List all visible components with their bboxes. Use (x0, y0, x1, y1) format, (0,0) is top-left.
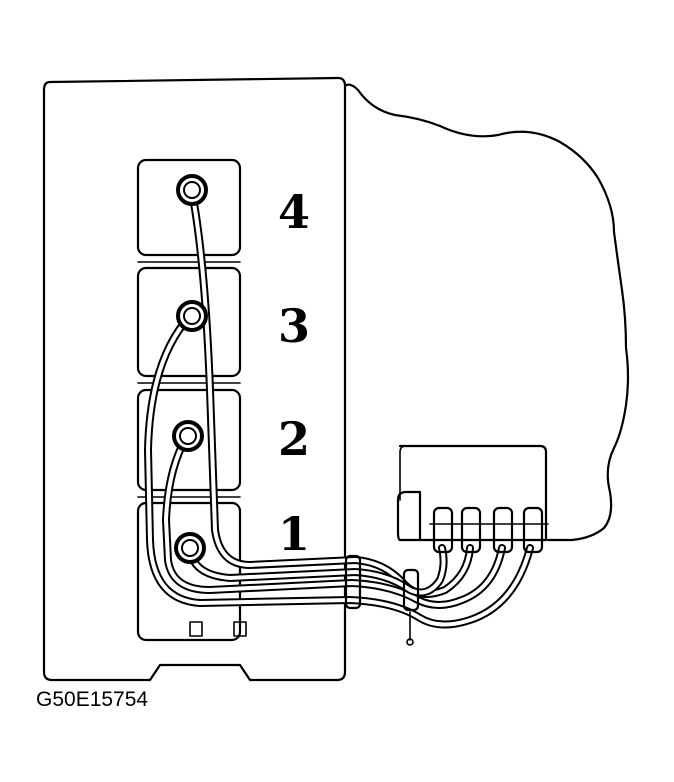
coil-boot-1 (432, 506, 454, 554)
coil-boot-3 (492, 506, 514, 554)
engine-cover-outline (343, 83, 630, 542)
cylinder-label-1: 1 (278, 507, 310, 561)
coil-pack-base (399, 445, 407, 501)
spark-plug-wires (144, 188, 534, 629)
spark-plug-4 (176, 174, 208, 206)
cylinder-well-1 (136, 501, 242, 642)
coil-boot-4 (522, 506, 544, 554)
cylinder-well-2 (136, 388, 242, 492)
cylinder-label-2: 2 (278, 412, 310, 466)
plug-wire-4 (188, 188, 474, 598)
spark-plug-2 (172, 420, 204, 452)
cylinder-well-3 (136, 266, 242, 378)
cylinder-label-3: 3 (278, 299, 310, 353)
coil-boot-2 (460, 506, 482, 554)
spark-plug-3 (176, 300, 208, 332)
figure-code: G50E15754 (36, 688, 148, 711)
cylinder-well-4 (136, 158, 242, 257)
cylinder-wells (136, 158, 242, 642)
cylinder-label-4: 4 (278, 185, 310, 239)
spark-plug-terminals (172, 174, 208, 564)
wire-loom-clamps (189, 554, 420, 646)
coil-pack-box (396, 444, 548, 542)
cylinder-head-outline (42, 76, 347, 682)
coil-boots (429, 506, 549, 554)
spark-plug-1 (174, 532, 206, 564)
